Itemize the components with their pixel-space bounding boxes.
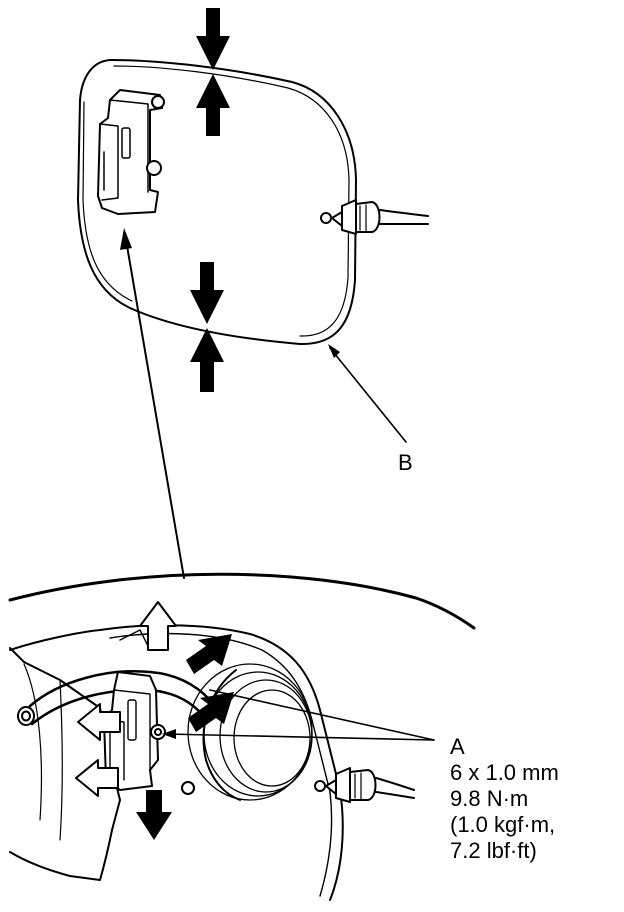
arrow-left-outline-icon — [75, 759, 119, 797]
arrow-diagonal-icon — [186, 634, 232, 674]
callout-label-b: B — [398, 450, 413, 475]
arrow-diagonal-icon — [188, 692, 234, 732]
arrow-left-outline-icon — [77, 703, 121, 741]
assembly-leader-arrowhead — [120, 228, 132, 250]
arrow-up-icon — [190, 328, 224, 392]
arrow-down-icon — [190, 262, 224, 324]
arrow-down-icon — [136, 790, 172, 840]
leader-line-a-1 — [165, 733, 435, 741]
recess-grommet — [181, 781, 195, 795]
vehicle-body-section — [8, 572, 476, 901]
torque-kgf-text: (1.0 kgf·m, — [450, 812, 556, 837]
latch-striker — [320, 199, 429, 235]
latch-actuator — [314, 767, 415, 803]
torque-lbf-text: 7.2 lbf·ft) — [450, 838, 537, 863]
lid-inner-edge — [113, 65, 350, 337]
lid-inner-edge-left — [82, 101, 133, 302]
callout-label-a: A — [450, 734, 465, 759]
lid-outline — [77, 59, 357, 346]
clearance-arrows-top — [190, 8, 230, 392]
recess-housing — [9, 624, 344, 901]
installed-hinge-bracket — [103, 671, 166, 791]
filler-neck — [187, 663, 313, 801]
leader-line-b — [329, 347, 407, 443]
leader-arrowhead-b — [328, 344, 340, 358]
arrow-down-icon — [196, 8, 230, 70]
assembly-leader-line — [125, 239, 185, 579]
motion-arrows — [75, 601, 177, 797]
leader-arrowhead-a — [162, 729, 176, 739]
leader-line-a-2 — [209, 689, 435, 741]
hinge-bracket — [97, 89, 165, 215]
body-contour-line — [8, 572, 476, 630]
fuel-lid-panel — [77, 59, 429, 346]
torque-spec-block: 6 x 1.0 mm 9.8 N·m (1.0 kgf·m, 7.2 lbf·f… — [450, 760, 559, 864]
solid-motion-arrows — [136, 634, 234, 840]
arrow-up-icon — [196, 74, 230, 136]
bolt-size-text: 6 x 1.0 mm — [450, 760, 559, 785]
recess-housing-inner — [109, 632, 333, 897]
torque-nm-text: 9.8 N·m — [450, 786, 529, 811]
arrow-up-outline-icon — [139, 601, 177, 651]
